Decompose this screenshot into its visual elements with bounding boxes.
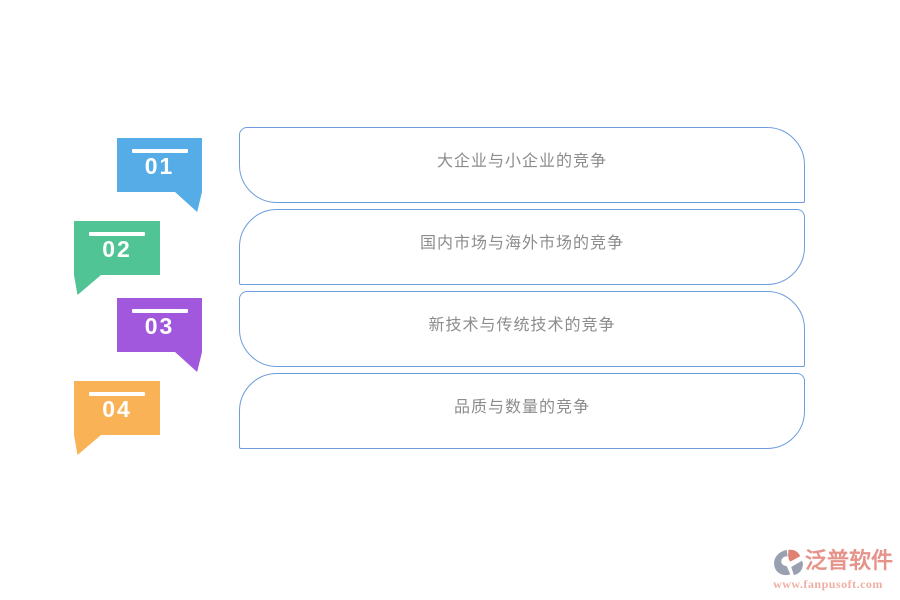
fanpu-swirl-icon: [774, 549, 803, 576]
step-badge-2: 02: [74, 221, 160, 275]
step-badge-4: 04: [74, 381, 160, 435]
badge-accent-bar: [89, 392, 145, 396]
fanpu-watermark: 泛普软件 www.fanpusoft.com: [763, 549, 893, 592]
badge-accent-bar: [131, 149, 188, 153]
step-number: 03: [144, 313, 175, 339]
competition-label: 品质与数量的竞争: [453, 397, 590, 416]
badge-accent-bar: [131, 309, 188, 313]
step-number: 01: [144, 153, 175, 179]
competition-label: 大企业与小企业的竞争: [436, 151, 607, 170]
brand-url: www.fanpusoft.com: [773, 577, 883, 591]
competition-label: 新技术与传统技术的竞争: [428, 315, 616, 334]
competition-box-3: 新技术与传统技术的竞争: [239, 291, 805, 367]
competition-label: 国内市场与海外市场的竞争: [419, 233, 624, 252]
step-badge-3: 03: [117, 298, 202, 352]
step-number: 04: [102, 396, 132, 422]
badge-accent-bar: [89, 232, 145, 236]
step-badge-1: 01: [117, 138, 202, 192]
competition-box-2: 国内市场与海外市场的竞争: [239, 209, 805, 285]
brand-name: 泛普软件: [804, 549, 893, 575]
competition-box-1: 大企业与小企业的竞争: [239, 127, 805, 203]
step-number: 02: [102, 236, 132, 262]
competition-box-4: 品质与数量的竞争: [239, 373, 805, 449]
